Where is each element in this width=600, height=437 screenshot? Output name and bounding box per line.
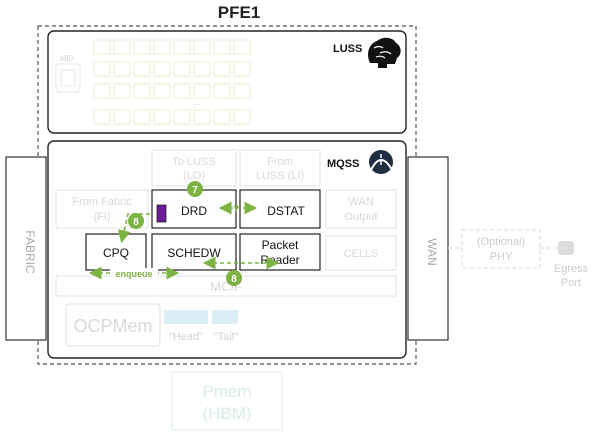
cpq-label: CPQ [103, 246, 129, 260]
egress-label-1: Egress [554, 263, 589, 275]
pmem-sub: (HBM) [202, 404, 251, 423]
fabric-block [5, 156, 47, 341]
egress-label-2: Port [561, 277, 581, 289]
from-fabric-label: From Fabric [72, 196, 132, 208]
drd-dstat-question: ? [233, 204, 239, 215]
cpq-block [85, 233, 147, 271]
enqueue-label-bg [110, 268, 158, 278]
phy-label-2: PHY [490, 251, 513, 263]
to-luss-label: To LUSS [172, 156, 215, 168]
wan-block [407, 156, 449, 341]
phy-label-1: (Optional) [477, 236, 525, 248]
luss-box [47, 30, 407, 134]
wan-label: WAN [425, 238, 439, 266]
step-badge-8-cpq [128, 213, 144, 229]
ocpmem-label: OCPMem [73, 316, 152, 336]
packet-reader-label: Packet [262, 238, 299, 252]
head-slot [164, 310, 208, 324]
core-ellipsis: ... [193, 97, 201, 108]
step-number-7: 7 [192, 185, 198, 196]
cells-label: CELLS [344, 248, 379, 260]
from-luss-sub: LUSS (LI) [256, 170, 304, 182]
tail-label: "Tail" [214, 331, 238, 343]
luss-label: LUSS [333, 43, 362, 55]
step-badge-8-reader [226, 270, 242, 286]
road-icon [369, 150, 393, 174]
head-label: "Head" [169, 331, 203, 343]
step-number-8-reader: 8 [231, 274, 237, 285]
fabric-label: FABRIC [23, 230, 37, 274]
drd-label: DRD [181, 204, 207, 218]
brain-icon [368, 37, 401, 68]
step-number-8-cpq: 8 [133, 217, 139, 228]
pmem-label: Pmem [202, 382, 251, 401]
luss-core-grid [55, 39, 251, 125]
from-luss-label: From [267, 156, 293, 168]
descriptor-marker [156, 204, 167, 223]
pmem-block [171, 371, 283, 431]
step-badge-7 [187, 181, 203, 197]
drd-cpq-arrow [117, 213, 150, 244]
schedw-label: SCHEDW [167, 246, 221, 260]
to-luss-sub: (LO) [183, 170, 205, 182]
core-count-label: x80 [60, 54, 73, 63]
packet-reader-sub: Reader [260, 253, 299, 267]
pfe-title: PFE1 [218, 3, 261, 22]
wan-output-sub: Output [344, 211, 377, 223]
phy-block [461, 229, 541, 269]
enqueue-label: enqueue [115, 269, 152, 279]
egress-port-icon [558, 241, 574, 255]
mqss-label: MQSS [327, 158, 359, 170]
tail-slot [212, 310, 238, 324]
from-fabric-sub: (FI) [93, 211, 110, 223]
wan-output-label: WAN [348, 196, 373, 208]
dstat-label: DSTAT [267, 204, 305, 218]
